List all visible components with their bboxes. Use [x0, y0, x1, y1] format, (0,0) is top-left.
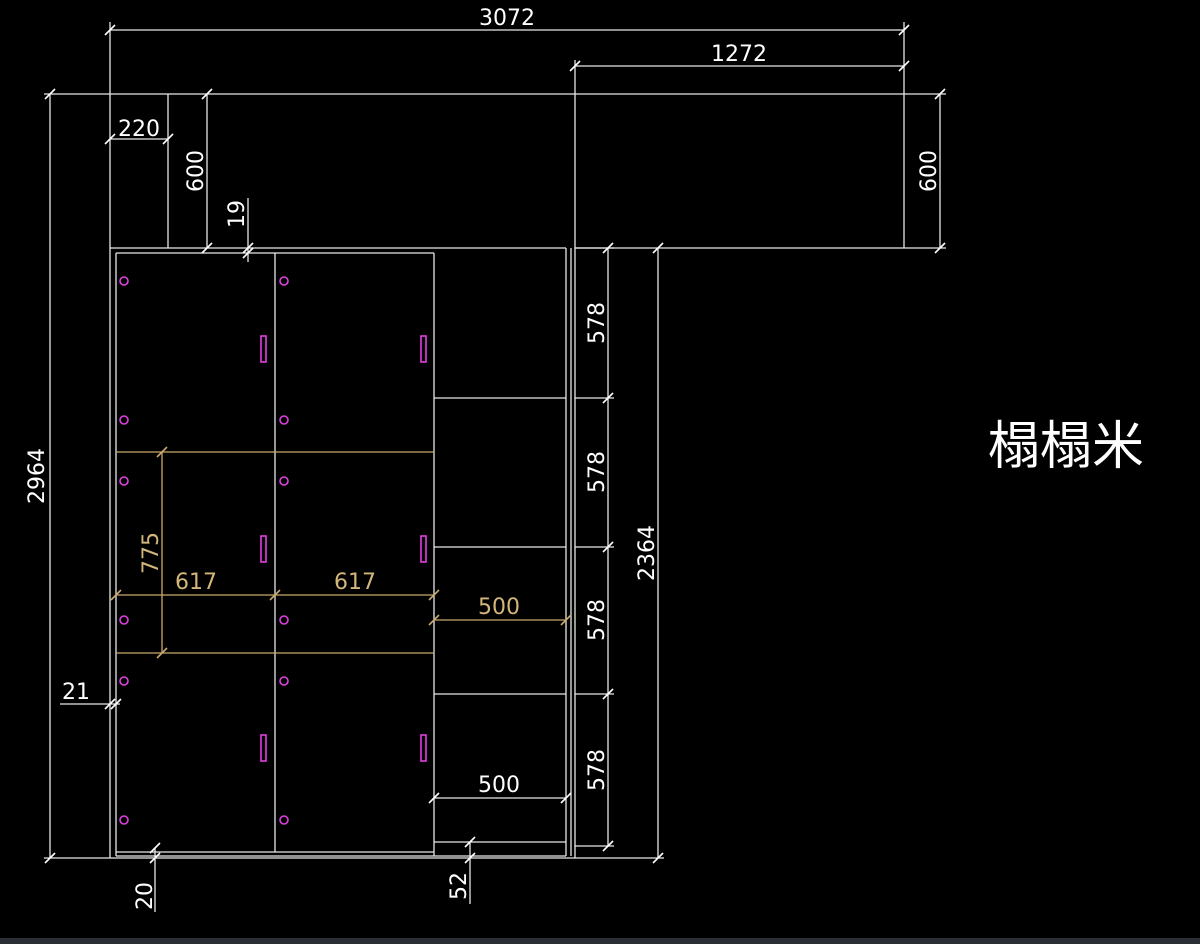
- dim-label-2364: 2364: [635, 525, 660, 581]
- dim-bottom-gap-right: 52: [447, 836, 476, 904]
- dim-label-578-2: 578: [585, 451, 610, 493]
- hinge-marker: [279, 676, 289, 686]
- dim-shelf-depth-upper: 500: [428, 595, 572, 626]
- dim-label-617-1: 617: [175, 570, 217, 595]
- dim-label-600-left: 600: [184, 150, 209, 192]
- dim-label-500-lower: 500: [478, 773, 520, 798]
- door-handle: [420, 734, 427, 762]
- bottom-edge-strip: [0, 938, 1200, 944]
- dim-bottom-gap-left: 20: [133, 842, 161, 912]
- dim-label-1272: 1272: [711, 42, 767, 67]
- dim-label-617-2: 617: [334, 570, 376, 595]
- dim-label-578-4: 578: [585, 749, 610, 791]
- hinge-marker: [119, 415, 129, 425]
- cell-lines: [116, 451, 434, 654]
- dim-right-width: 1272: [569, 42, 910, 94]
- dim-overall-height: 2964: [25, 88, 110, 864]
- dim-label-21: 21: [62, 680, 90, 705]
- hinge-marker: [279, 415, 289, 425]
- dim-label-600-right: 600: [917, 150, 942, 192]
- drawing-title: 榻榻米: [988, 417, 1144, 477]
- hinge-marker: [279, 815, 289, 825]
- dim-label-220: 220: [118, 117, 160, 142]
- dim-label-578-3: 578: [585, 599, 610, 641]
- door-handle: [260, 335, 267, 363]
- hinge-marker: [119, 815, 129, 825]
- dim-label-3072: 3072: [479, 6, 535, 31]
- door-handle: [260, 535, 267, 563]
- hinge-marker: [279, 476, 289, 486]
- hinge-markers: [119, 276, 289, 825]
- hinge-marker: [119, 276, 129, 286]
- dim-overall-width: 3072: [104, 6, 910, 94]
- hinge-marker: [279, 615, 289, 625]
- dim-label-20: 20: [133, 882, 158, 910]
- dim-label-775: 775: [139, 532, 164, 574]
- door-handle: [420, 335, 427, 363]
- dim-label-52: 52: [447, 872, 472, 900]
- dim-gap-top: 19: [225, 198, 254, 262]
- dim-shelf-heights: 578 578 578 578: [575, 242, 614, 852]
- hinge-marker: [119, 615, 129, 625]
- door-handle: [260, 734, 267, 762]
- dim-top-depth-left: 600: [184, 88, 213, 254]
- hinge-marker: [279, 276, 289, 286]
- dim-label-19: 19: [225, 200, 250, 228]
- door-handle: [420, 535, 427, 563]
- dim-right-height: 2364: [575, 242, 664, 864]
- dim-shelf-depth-lower: 500: [428, 773, 572, 804]
- dim-left-gap: 21: [60, 680, 122, 710]
- dim-label-500-upper: 500: [478, 595, 520, 620]
- dim-cell-widths: 617 617: [110, 570, 440, 601]
- door-handles: [260, 335, 427, 762]
- hinge-marker: [119, 676, 129, 686]
- dim-label-578-1: 578: [585, 302, 610, 344]
- dim-top-depth-right: 600: [904, 88, 946, 254]
- dim-cell-height: 775: [139, 446, 168, 659]
- cabinet-outline: [109, 93, 905, 859]
- dim-label-2964: 2964: [25, 448, 50, 504]
- hinge-marker: [119, 476, 129, 486]
- dim-left-return: 220: [104, 117, 174, 145]
